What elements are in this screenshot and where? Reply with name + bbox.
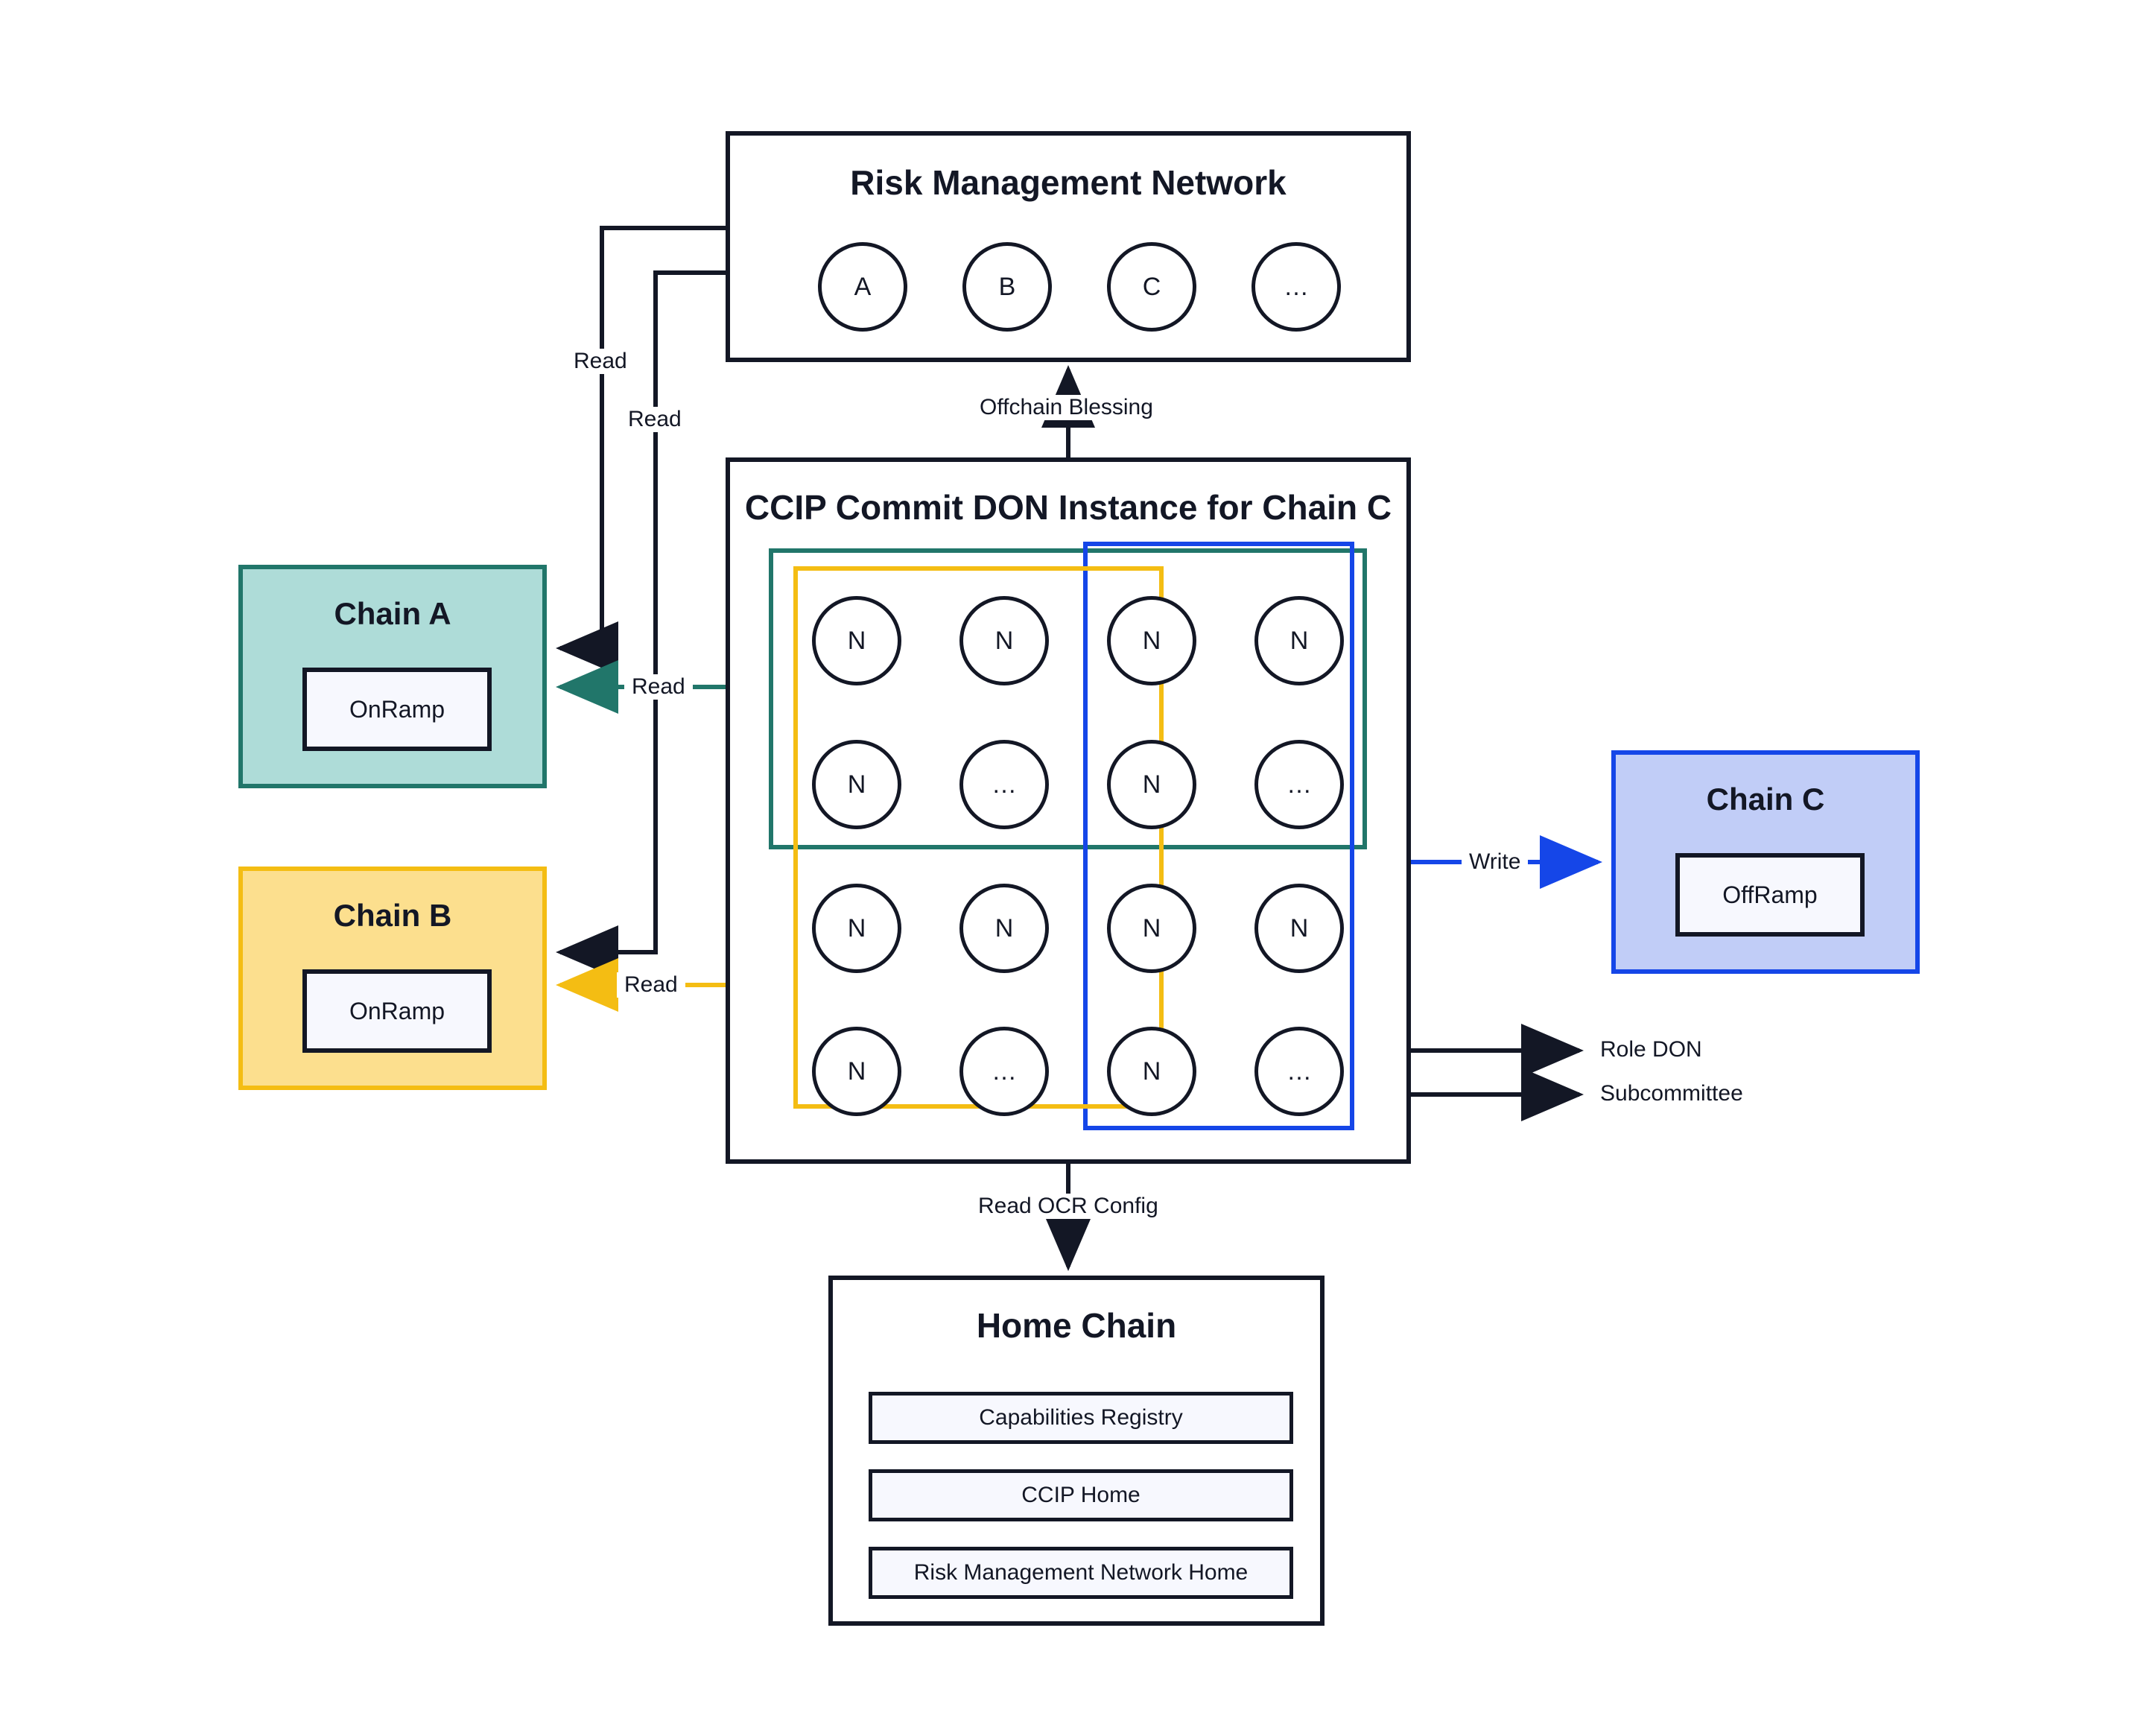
- edge-label-write-don-chain-c: Write: [1462, 849, 1529, 875]
- risk-management-network-box: Risk Management Network A B C …: [726, 131, 1411, 362]
- chain-c-box: Chain C OffRamp: [1611, 750, 1920, 974]
- home-chain-title: Home Chain: [976, 1306, 1177, 1345]
- edge-label-read-rmn-chain-b: Read: [621, 407, 689, 432]
- rmn-title: Risk Management Network: [850, 163, 1287, 202]
- rmn-node-a: A: [818, 242, 907, 332]
- chain-c-title: Chain C: [1706, 782, 1825, 817]
- chain-b-box: Chain B OnRamp: [238, 867, 547, 1090]
- edge-label-read-don-chain-b: Read: [617, 972, 685, 998]
- rmn-node-c: C: [1107, 242, 1196, 332]
- don-node-r1c1: …: [959, 740, 1049, 829]
- don-group-teal-chain-a: [769, 548, 1367, 849]
- don-node-r1c2: N: [1107, 740, 1196, 829]
- don-node-r0c0: N: [812, 596, 901, 685]
- chain-a-onramp: OnRamp: [302, 668, 492, 751]
- don-node-r0c1: N: [959, 596, 1049, 685]
- home-chain-box: Home Chain Capabilities Registry CCIP Ho…: [828, 1276, 1325, 1626]
- home-chain-row-ccip-home: CCIP Home: [869, 1469, 1293, 1521]
- edge-label-offchain-blessing: Offchain Blessing: [972, 395, 1161, 420]
- edge-label-read-ocr-config: Read OCR Config: [971, 1194, 1166, 1219]
- don-node-r3c2: N: [1107, 1027, 1196, 1116]
- home-chain-row-rmn-home: Risk Management Network Home: [869, 1547, 1293, 1599]
- chain-a-title: Chain A: [334, 596, 451, 631]
- don-node-r1c3: …: [1254, 740, 1344, 829]
- don-node-r1c0: N: [812, 740, 901, 829]
- don-node-r3c1: …: [959, 1027, 1049, 1116]
- don-node-r2c1: N: [959, 884, 1049, 973]
- don-node-r0c2: N: [1107, 596, 1196, 685]
- edge-rmn-to-chain-a: [556, 226, 726, 675]
- home-chain-row-capabilities-registry: Capabilities Registry: [869, 1392, 1293, 1444]
- chain-b-onramp: OnRamp: [302, 969, 492, 1053]
- rmn-node-b: B: [962, 242, 1052, 332]
- chain-b-title: Chain B: [333, 898, 452, 933]
- edge-label-read-don-chain-a: Read: [624, 674, 693, 700]
- don-node-r2c2: N: [1107, 884, 1196, 973]
- don-node-r3c3: …: [1254, 1027, 1344, 1116]
- don-node-r0c3: N: [1254, 596, 1344, 685]
- don-node-r3c0: N: [812, 1027, 901, 1116]
- legend-label-subcommittee: Subcommittee: [1600, 1081, 1743, 1106]
- don-node-r2c3: N: [1254, 884, 1344, 973]
- legend-label-role-don: Role DON: [1600, 1037, 1702, 1062]
- edge-rmn-to-chain-b: [556, 270, 726, 979]
- chain-a-box: Chain A OnRamp: [238, 565, 547, 788]
- don-title: CCIP Commit DON Instance for Chain C: [744, 488, 1392, 527]
- rmn-node-more: …: [1252, 242, 1341, 332]
- chain-c-offramp: OffRamp: [1675, 853, 1865, 937]
- don-group-blue-chain-c: [1083, 542, 1354, 1130]
- don-node-r2c0: N: [812, 884, 901, 973]
- edge-label-read-rmn-chain-a: Read: [566, 349, 635, 374]
